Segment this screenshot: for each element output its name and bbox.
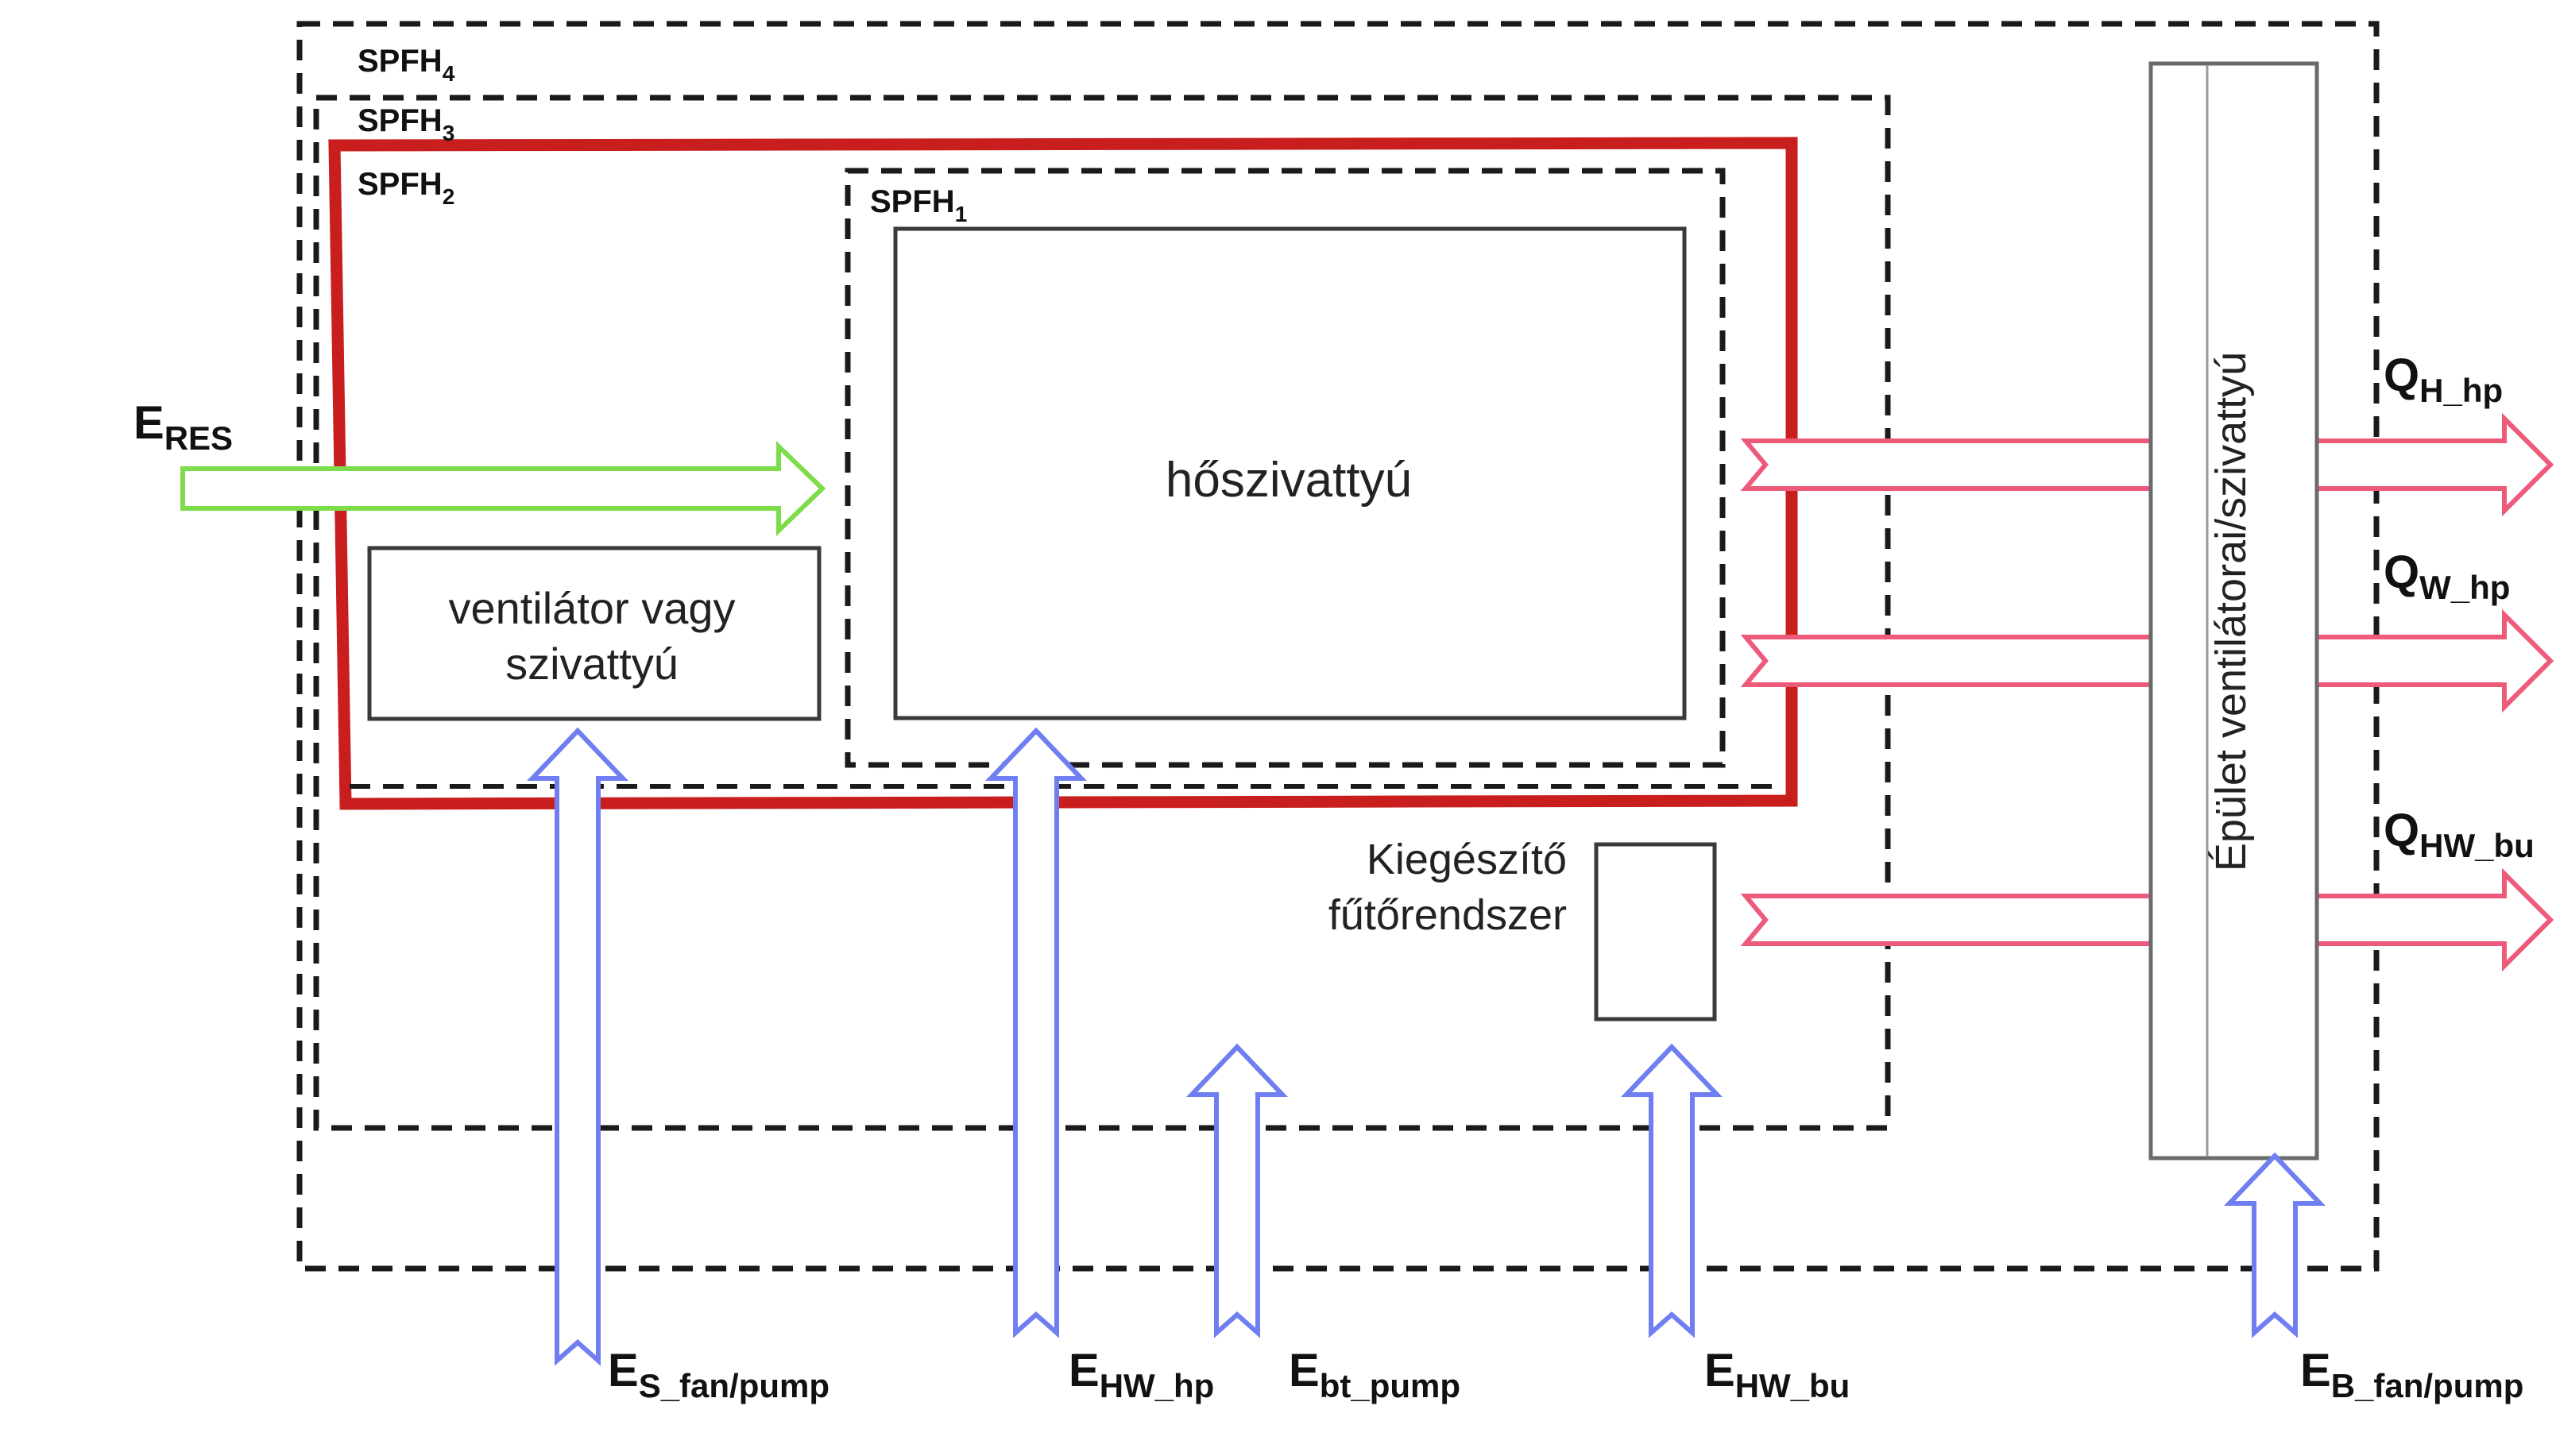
e-hw-bu-arrow bbox=[1621, 1043, 1723, 1338]
q-hw-bu-label: QHW_bu bbox=[2384, 805, 2535, 864]
backup-heater-label-line1: Kiegészítő bbox=[1367, 836, 1567, 883]
spfh2-label: SPFH2 bbox=[358, 167, 454, 209]
e-s-fan-pump-label: ES_fan/pump bbox=[608, 1345, 829, 1404]
e-b-fan-pump-label: EB_fan/pump bbox=[2300, 1345, 2523, 1404]
spfh3-boundary bbox=[313, 95, 1891, 1131]
e-b-fan-pump-arrow bbox=[2224, 1152, 2326, 1338]
q-w-hp-arrow bbox=[1740, 608, 2554, 713]
spfh3-label: SPFH3 bbox=[358, 103, 454, 145]
q-hw-bu-arrow bbox=[1740, 867, 2554, 972]
e-hw-hp-arrow bbox=[985, 727, 1087, 1338]
fan-pump-label-line2: szivattyú bbox=[505, 639, 679, 689]
fan-pump-label-line1: ventilátor vagy bbox=[448, 583, 735, 633]
heat-pump-label: hőszivattyú bbox=[1166, 453, 1412, 508]
e-res-label: ERES bbox=[133, 397, 233, 457]
e-bt-pump-arrow bbox=[1186, 1043, 1288, 1338]
q-h-hp-arrow bbox=[1740, 412, 2554, 517]
e-res-arrow bbox=[180, 440, 826, 537]
building-fans-box-overlay bbox=[2148, 61, 2319, 1161]
backup-heater-label-line2: fűtőrendszer bbox=[1328, 891, 1567, 939]
e-s-fan-pump-arrow bbox=[527, 727, 628, 1366]
spfh1-boundary bbox=[845, 168, 1726, 768]
q-w-hp-label: QW_hp bbox=[2384, 546, 2510, 606]
spfh4-boundary bbox=[296, 21, 2380, 1272]
e-hw-bu-label: EHW_bu bbox=[1704, 1345, 1850, 1404]
spfh4-label: SPFH4 bbox=[358, 44, 455, 86]
q-h-hp-label: QH_hp bbox=[2384, 350, 2503, 409]
spfh1-label: SPFH1 bbox=[870, 184, 967, 226]
heat-pump-box bbox=[893, 226, 1687, 720]
building-fans-label: Épület ventilátorai/szivattyú bbox=[2207, 352, 2255, 871]
e-bt-pump-label: Ebt_pump bbox=[1289, 1345, 1460, 1404]
backup-heater-box bbox=[1594, 842, 1717, 1022]
spfh2-boundary bbox=[328, 137, 1798, 810]
e-hw-hp-label: EHW_hp bbox=[1069, 1345, 1214, 1404]
fan-pump-box bbox=[367, 546, 822, 721]
